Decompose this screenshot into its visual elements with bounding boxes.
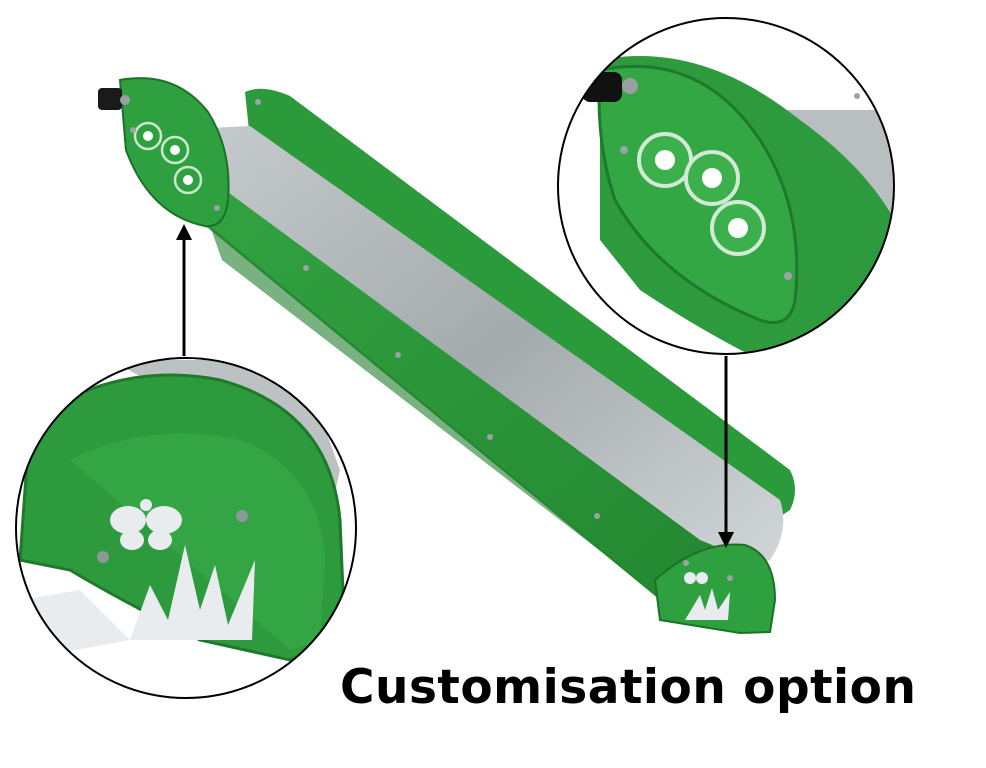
zoom-detail-top	[557, 17, 895, 355]
grass-cutout-icon	[684, 572, 730, 620]
slide-front-wall	[120, 79, 774, 632]
grass-cutout-icon	[130, 545, 255, 640]
slide-main	[98, 77, 795, 635]
callout-arrow-right	[718, 356, 734, 548]
flower-cutout-icon	[637, 132, 766, 256]
butterfly-cutout-icon	[110, 499, 182, 550]
caption-customisation-option: Customisation option	[340, 660, 917, 715]
flower-cutout-icon	[133, 121, 203, 195]
slide-foot-plate	[653, 543, 777, 635]
slide-bed	[210, 126, 784, 570]
zoom-detail-bottom	[15, 357, 357, 699]
callout-arrow-left	[176, 224, 192, 356]
mounting-bracket-icon	[98, 88, 130, 110]
